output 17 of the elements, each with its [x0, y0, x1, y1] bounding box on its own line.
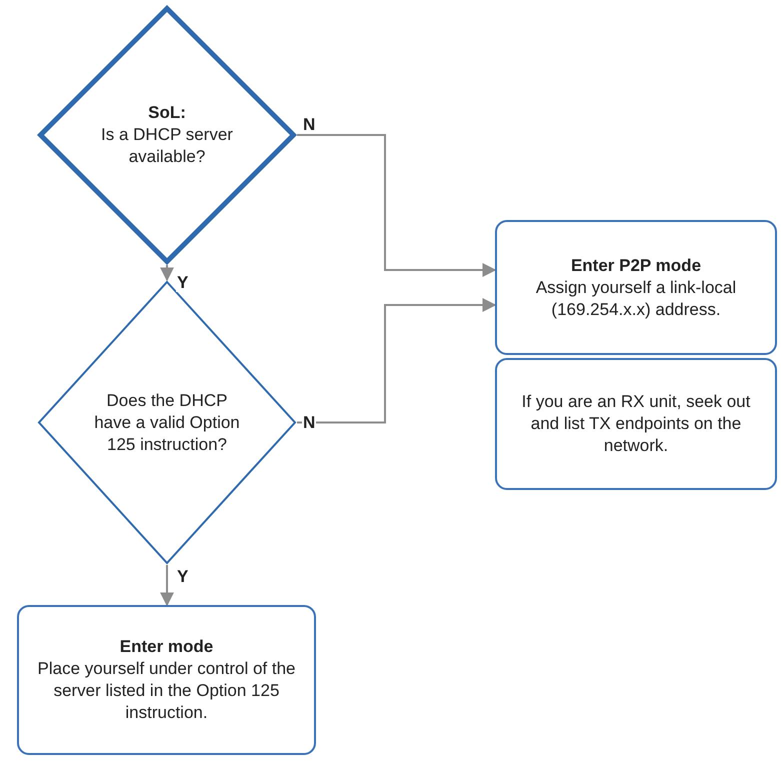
description: If you are an RX unit, seek out and list TX endpoints on the network.: [520, 391, 752, 457]
heading: Enter P2P mode: [570, 254, 702, 276]
arrow: [297, 298, 496, 424]
description: Place yourself under control of the server listed in the Option 125 instruction.: [36, 658, 296, 724]
process-box: [495, 358, 777, 490]
arrow: [297, 134, 496, 277]
arrow: [160, 565, 174, 606]
heading: Enter mode: [120, 636, 214, 658]
description: Does the DHCP have a valid Option 125 instruction?: [93, 390, 241, 456]
description: Assign yourself a link-local (169.254.x.x) address.: [534, 276, 738, 320]
decision-diamond: [37, 5, 297, 265]
edge-label: Y: [176, 274, 190, 292]
process-box: [17, 605, 316, 755]
heading: SoL:: [147, 102, 187, 124]
description: Is a DHCP server available?: [100, 124, 234, 168]
arrow: [160, 265, 174, 282]
process-box: [495, 220, 777, 355]
